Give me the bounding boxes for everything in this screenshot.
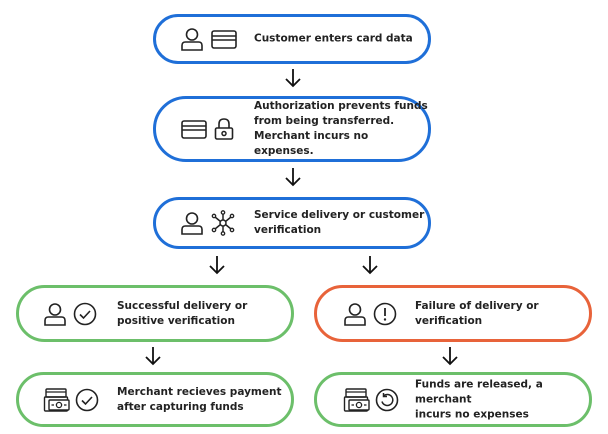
step-label: Service delivery or customer verificatio…	[254, 209, 425, 236]
arrow-down-left	[207, 255, 227, 275]
arrow-down	[143, 346, 163, 366]
arrow-down	[283, 167, 303, 187]
user-icon	[44, 302, 66, 326]
undo-circle-icon	[375, 388, 399, 411]
step-icons	[343, 387, 399, 413]
user-icon	[344, 302, 366, 326]
step-service-verification: Service delivery or customer verificatio…	[153, 197, 431, 249]
arrow-down	[283, 68, 303, 88]
step-label: Failure of delivery or verification	[415, 299, 539, 327]
step-label: Customer enters card data	[254, 32, 413, 45]
card-icon	[211, 30, 237, 49]
card-icon	[181, 120, 207, 139]
step-label: Merchant recieves payment after capturin…	[117, 385, 282, 413]
arrow-down-right	[360, 255, 380, 275]
check-circle-icon	[73, 302, 97, 325]
step-icons	[343, 302, 397, 326]
user-icon	[181, 212, 203, 235]
step-icons	[43, 387, 99, 413]
step-icons	[180, 210, 236, 236]
arrow-down	[440, 346, 460, 366]
exclamation-circle-icon	[373, 302, 397, 325]
network-icon	[211, 210, 235, 236]
lock-icon	[214, 118, 234, 140]
user-icon	[181, 28, 203, 51]
step-icons	[43, 302, 97, 326]
cash-register-icon	[343, 387, 370, 412]
cash-register-icon	[43, 387, 70, 412]
check-circle-icon	[75, 388, 99, 411]
step-icons	[180, 117, 235, 141]
step-customer-enters-card: Customer enters card data	[153, 14, 431, 64]
step-label: Authorization prevents funds from being …	[254, 100, 428, 157]
step-label: Successful delivery or positive verifica…	[117, 299, 248, 327]
step-failure-delivery: Failure of delivery or verification	[314, 285, 592, 342]
step-merchant-receives-payment: Merchant recieves payment after capturin…	[16, 372, 294, 427]
step-successful-delivery: Successful delivery or positive verifica…	[16, 285, 294, 342]
step-funds-released: Funds are released, a merchant incurs no…	[314, 372, 592, 427]
step-icons	[180, 27, 238, 51]
step-label: Funds are released, a merchant incurs no…	[415, 378, 543, 420]
step-authorization: Authorization prevents funds from being …	[153, 96, 431, 162]
